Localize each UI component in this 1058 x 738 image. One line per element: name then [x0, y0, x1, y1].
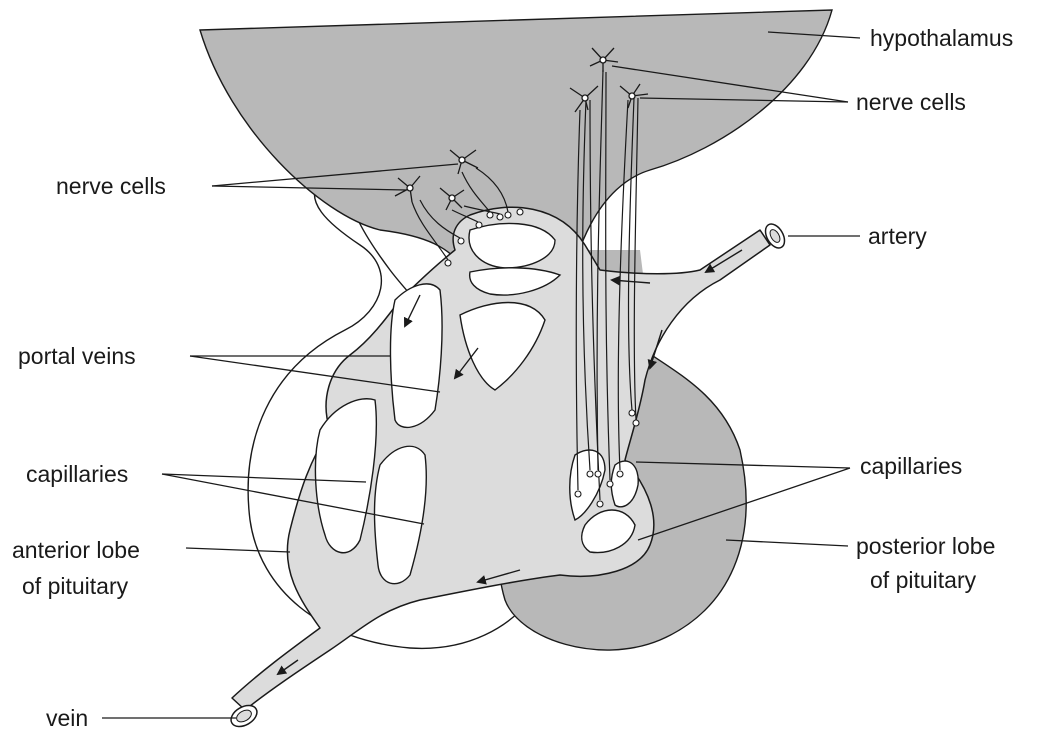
- label-anterior-lobe-line2: of pituitary: [22, 573, 129, 599]
- label-hypothalamus: hypothalamus: [870, 25, 1013, 51]
- label-portal-veins: portal veins: [18, 343, 136, 369]
- label-capillaries-right: capillaries: [860, 453, 962, 479]
- label-capillaries-left: capillaries: [26, 461, 128, 487]
- leader-posterior-lobe: [726, 540, 848, 546]
- label-anterior-lobe-line1: anterior lobe: [12, 537, 140, 563]
- label-nerve-cells-left: nerve cells: [56, 173, 166, 199]
- label-posterior-lobe-line1: posterior lobe: [856, 533, 995, 559]
- label-artery: artery: [868, 223, 927, 249]
- capillary-loop-1: [390, 284, 442, 428]
- label-posterior-lobe-line2: of pituitary: [870, 567, 977, 593]
- label-nerve-cells-top: nerve cells: [856, 89, 966, 115]
- label-vein: vein: [46, 705, 88, 731]
